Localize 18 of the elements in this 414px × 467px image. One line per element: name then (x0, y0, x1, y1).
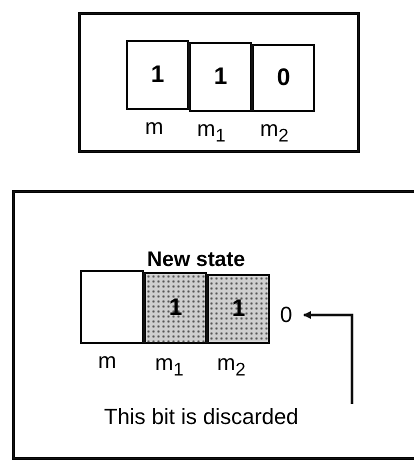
note-text: This bit is discarded (104, 404, 374, 438)
bit-value: 0 (280, 302, 304, 328)
cell-label: m$_{1}$ (155, 350, 184, 380)
bit-cell: 1 (126, 40, 189, 110)
bit-cell: 1 (189, 42, 252, 112)
cell-label: m$_{2}$ (217, 350, 246, 380)
cell-label: m (98, 348, 116, 374)
shaded-bit-cell: 1 (144, 272, 207, 344)
arrow (303, 311, 354, 404)
cell-label: m (145, 114, 164, 140)
empty-bit-cell (80, 270, 144, 344)
cell-label: m$_{1}$ (197, 116, 226, 146)
bit-cell: 0 (252, 44, 315, 112)
shaded-bit-cell: 1 (207, 274, 270, 344)
register-frame (12, 190, 414, 460)
cell-label: m$_{2}$ (260, 116, 289, 146)
heading-label: New state (147, 248, 246, 272)
register-frame (78, 12, 360, 153)
